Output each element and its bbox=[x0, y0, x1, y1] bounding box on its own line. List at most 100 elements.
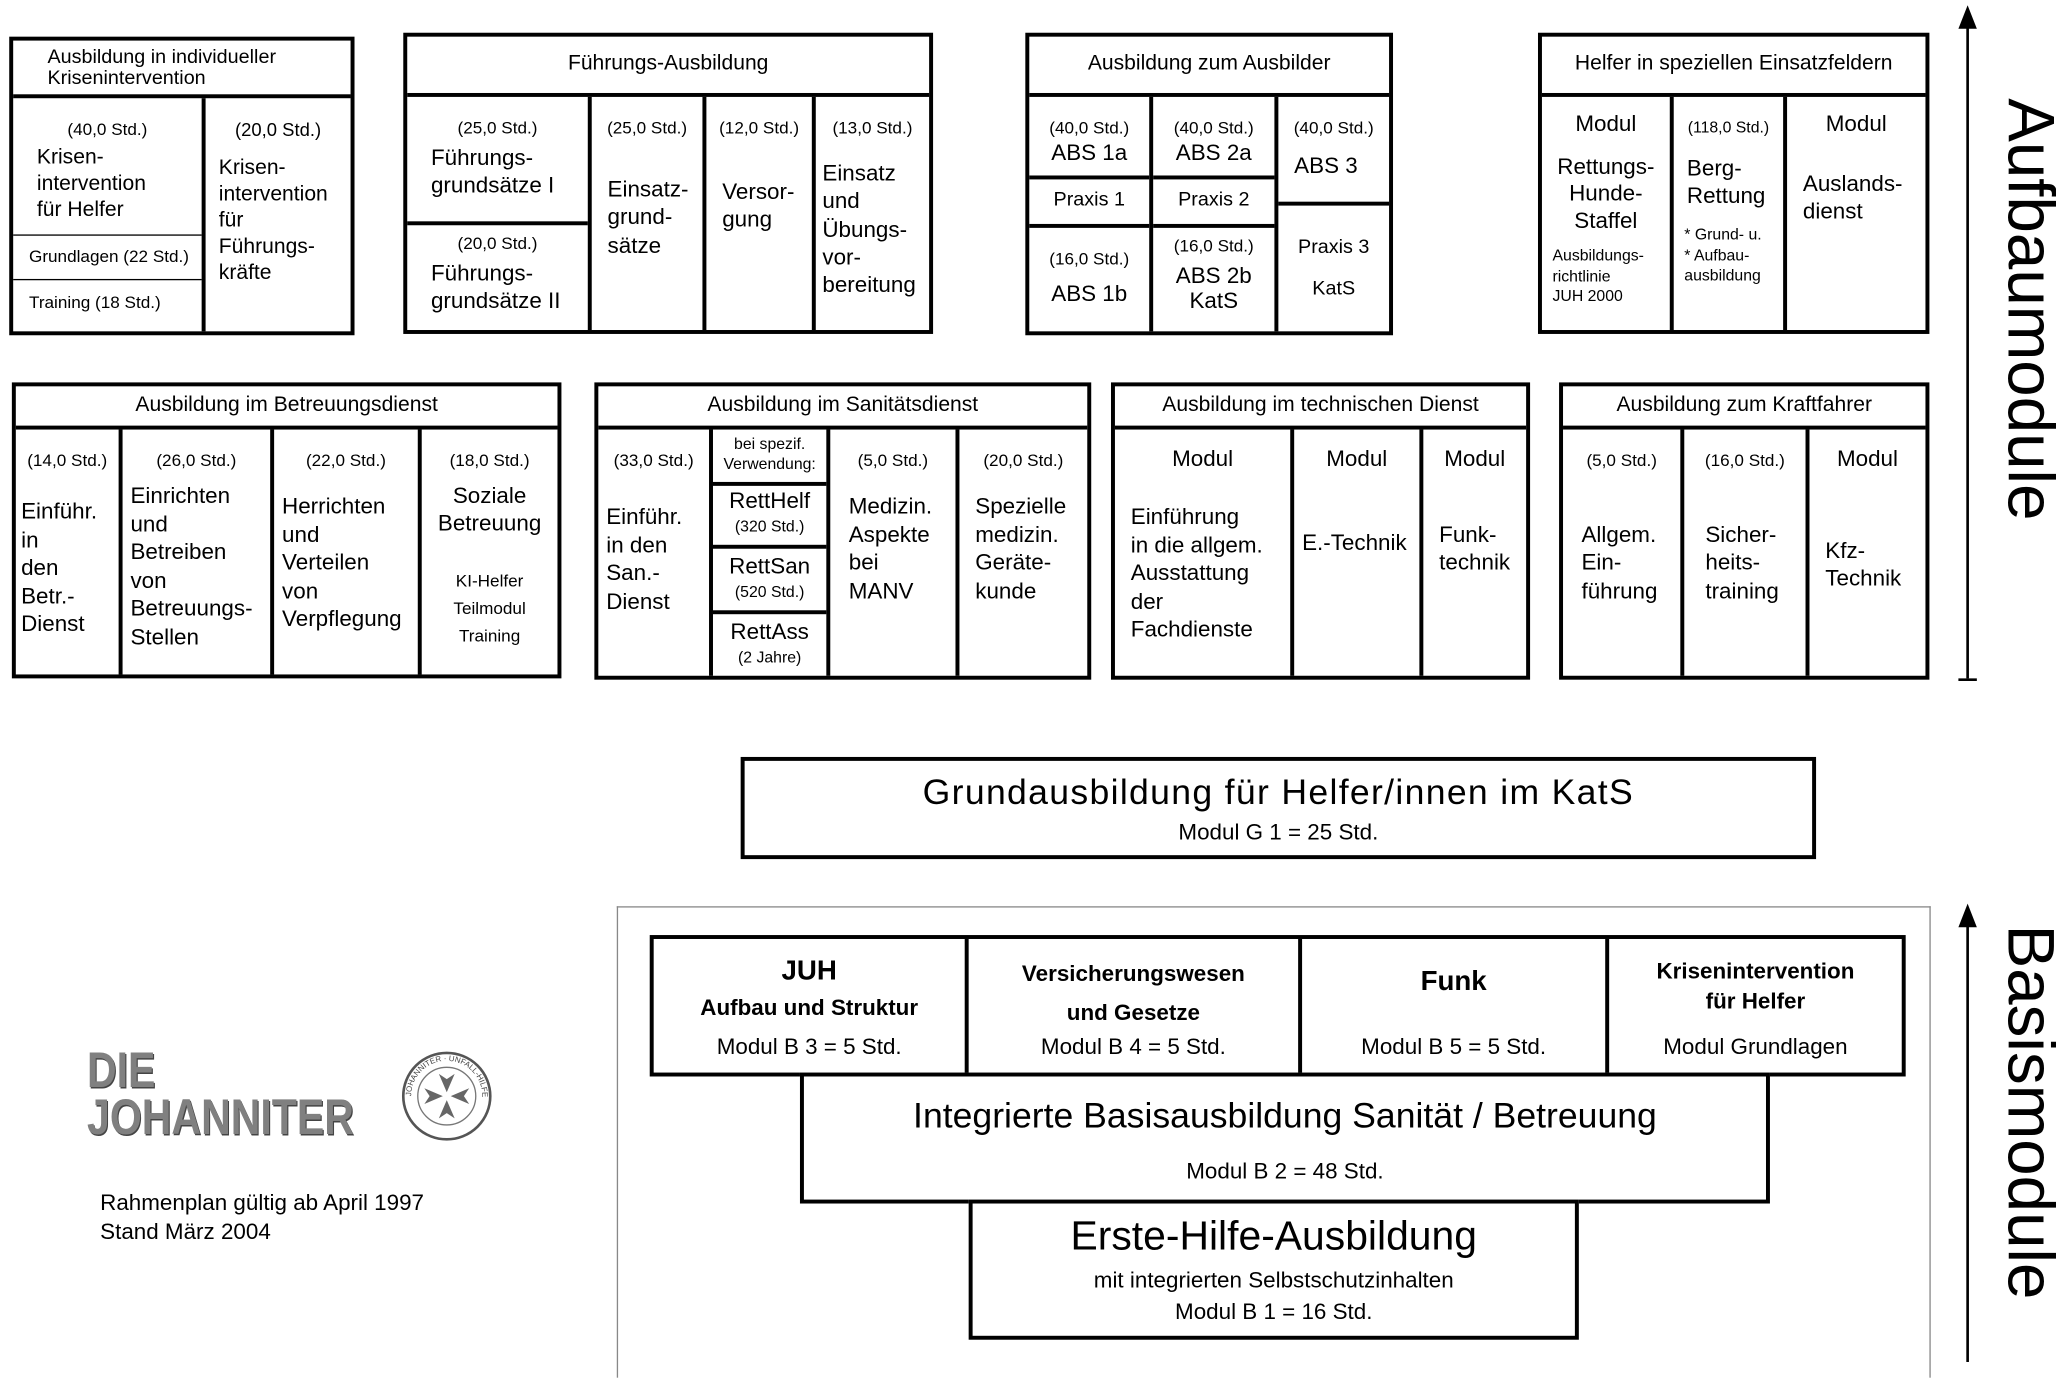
rettungshundestaffel: Rettungs- Hunde- Staffel bbox=[1557, 154, 1655, 233]
helfer-c1-head: Modul bbox=[1575, 111, 1637, 137]
technik-c3-head: Modul bbox=[1444, 446, 1506, 472]
allgem-einfuehrung: Allgem. Ein- führung bbox=[1581, 522, 1658, 604]
sanitaet-c3-hours: (5,0 Std.) bbox=[857, 450, 929, 471]
logo-line1: DIE bbox=[86, 1043, 156, 1099]
betreuung-c1-hours: (14,0 Std.) bbox=[27, 450, 108, 471]
aufbau-arrow-head bbox=[1958, 5, 1977, 29]
abs3-hours: (40,0 Std.) bbox=[1293, 117, 1374, 138]
rettass: RettAss bbox=[730, 619, 809, 645]
basismodule-label: Basismodule bbox=[1993, 924, 2056, 1300]
funktechnik: Funk- technik bbox=[1439, 522, 1511, 576]
helfer-c3-head: Modul bbox=[1825, 111, 1887, 137]
krisen-training: Training (18 Std.) bbox=[28, 292, 161, 312]
integrierte-basisausbildung-modul: Modul B 2 = 48 Std. bbox=[1186, 1158, 1384, 1184]
sanitaet-c1-hours: (33,0 Std.) bbox=[613, 450, 694, 471]
basis-arrow-head bbox=[1958, 903, 1977, 928]
rettsan-hours: (520 Std.) bbox=[734, 582, 805, 602]
betreuung-title: Ausbildung im Betreuungsdienst bbox=[15, 386, 558, 430]
funk-modul: Modul B 5 = 5 Std. bbox=[1361, 1034, 1547, 1060]
erste-hilfe-title: Erste-Hilfe-Ausbildung bbox=[1070, 1212, 1477, 1259]
krisen-grundlagen: Grundlagen (22 Std.) bbox=[28, 246, 189, 266]
sicherheitstraining: Sicher- heits- training bbox=[1705, 522, 1779, 604]
krisenintervention-helfer-modul: Modul Grundlagen bbox=[1663, 1034, 1848, 1060]
fuehrung-versorgung: Versor- gung bbox=[722, 179, 795, 233]
aufbau-arrow-line bbox=[1966, 23, 1969, 679]
box-betreuungsdienst: Ausbildung im Betreuungsdienst (14,0 Std… bbox=[11, 382, 562, 679]
bergrettung-hours: (118,0 Std.) bbox=[1687, 117, 1770, 137]
abs1b: ABS 1b bbox=[1051, 281, 1128, 307]
verpflegung: Herrichten und Verteilen von Verpflegung bbox=[282, 493, 402, 632]
kraftfahrer-c1-hours: (5,0 Std.) bbox=[1586, 450, 1657, 471]
praxis1: Praxis 1 bbox=[1053, 188, 1125, 211]
auslandsdienst: Auslands- dienst bbox=[1802, 171, 1903, 225]
betreuung-c3-hours: (22,0 Std.) bbox=[305, 450, 386, 471]
versicherungswesen-modul: Modul B 4 = 5 Std. bbox=[1040, 1034, 1226, 1060]
krisenintervention-helfer-title: Krisenintervention für Helfer bbox=[1656, 958, 1855, 1014]
box-fuehrungs-ausbildung: Führungs-Ausbildung (25,0 Std.) Führungs… bbox=[403, 32, 934, 334]
spezif-verwendung: bei spezif. Verwendung: bbox=[723, 434, 816, 473]
integrierte-basisausbildung-title: Integrierte Basisausbildung Sanität / Be… bbox=[913, 1096, 1657, 1136]
footer-line1: Rahmenplan gültig ab April 1997 bbox=[100, 1190, 425, 1216]
abs2a: ABS 2a bbox=[1175, 140, 1252, 166]
footer-line2: Stand März 2004 bbox=[100, 1219, 271, 1245]
logo-line2: JOHANNITER bbox=[86, 1091, 354, 1147]
betreuung-c2-hours: (26,0 Std.) bbox=[156, 450, 237, 471]
krisen-col1-text: Krisen- intervention für Helfer bbox=[36, 146, 146, 222]
box-kraftfahrer: Ausbildung zum Kraftfahrer (5,0 Std.) Al… bbox=[1559, 382, 1930, 680]
rettass-hours: (2 Jahre) bbox=[738, 648, 802, 667]
box-sanitaetsdienst: Ausbildung im Sanitätsdienst (33,0 Std.)… bbox=[594, 382, 1092, 680]
praxis2: Praxis 2 bbox=[1178, 188, 1250, 211]
abs2b: ABS 2b KatS bbox=[1175, 263, 1252, 313]
box-ausbilder: Ausbildung zum Ausbilder (40,0 Std.) ABS… bbox=[1025, 32, 1394, 336]
kraftfahrer-title: Ausbildung zum Kraftfahrer bbox=[1563, 386, 1926, 430]
fuehrung-c3-hours: (12,0 Std.) bbox=[719, 117, 800, 138]
ausbilder-title: Ausbildung zum Ausbilder bbox=[1029, 37, 1390, 97]
funk-title: Funk bbox=[1420, 966, 1487, 997]
box-helfer-spezielle-einsatzfelder: Helfer in speziellen Einsatzfeldern Modu… bbox=[1537, 32, 1930, 334]
abs1b-hours: (16,0 Std.) bbox=[1049, 248, 1130, 269]
box-basis-top: JUH Aufbau und Struktur Modul B 3 = 5 St… bbox=[649, 935, 1906, 1077]
krisen-col2-hours: (20,0 Std.) bbox=[234, 119, 322, 141]
fuehrung-title: Führungs-Ausbildung bbox=[407, 37, 930, 97]
juh-modul: Modul B 3 = 5 Std. bbox=[716, 1034, 902, 1060]
abs2b-hours: (16,0 Std.) bbox=[1173, 235, 1254, 256]
einfuehrung-fachdienste: Einführung in die allgem. Ausstattung de… bbox=[1130, 504, 1263, 643]
fuehrung-einsatz-uebung: Einsatz und Übungs- vor- bereitung bbox=[822, 161, 916, 298]
praxis3: Praxis 3 bbox=[1298, 235, 1370, 258]
rettungshunde-richtlinie: Ausbildungs- richtlinie JUH 2000 bbox=[1552, 246, 1644, 306]
versicherungswesen-title: Versicherungswesen und Gesetze bbox=[1021, 961, 1245, 1026]
box-grundausbildung: Grundausbildung für Helfer/innen im KatS… bbox=[740, 756, 1817, 860]
e-technik: E.-Technik bbox=[1302, 530, 1407, 556]
fuehrung-grundsaetze-2: Führungs- grundsätze II bbox=[430, 260, 561, 314]
box-erste-hilfe: Erste-Hilfe-Ausbildung mit integrierten … bbox=[968, 1199, 1579, 1340]
footer: Rahmenplan gültig ab April 1997 Stand Mä… bbox=[100, 1189, 424, 1247]
johanniter-logo-text: DIE JOHANNITER bbox=[86, 1043, 413, 1147]
fuehrung-c1a-hours: (25,0 Std.) bbox=[457, 117, 538, 138]
abs1a-hours: (40,0 Std.) bbox=[1049, 117, 1130, 138]
soziale-betreuung: Soziale Betreuung bbox=[437, 483, 542, 536]
juh-subtitle: Aufbau und Struktur bbox=[700, 995, 919, 1021]
krisen-col2-text: Krisen- intervention für Führungs- kräft… bbox=[218, 157, 328, 285]
erste-hilfe-modul: Modul B 1 = 16 Std. bbox=[1175, 1299, 1373, 1325]
abs1a: ABS 1a bbox=[1051, 140, 1128, 166]
maltese-cross-icon bbox=[424, 1073, 470, 1119]
abs3: ABS 3 bbox=[1294, 153, 1358, 179]
seal-svg: JOHANNITER · UNFALL-HILFE bbox=[401, 1051, 492, 1141]
box-integrierte-basisausbildung: Integrierte Basisausbildung Sanität / Be… bbox=[799, 1072, 1770, 1204]
einfuehrung-sanitaetsdienst: Einführ. in den San.- Dienst bbox=[606, 504, 683, 614]
einfuehrung-betreuungsdienst: Einführ. in den Betr.- Dienst bbox=[21, 498, 98, 637]
krisen-col1-hours: (40,0 Std.) bbox=[67, 119, 148, 139]
basis-arrow-line bbox=[1966, 921, 1969, 1362]
rettsan: RettSan bbox=[729, 553, 811, 579]
abs2a-hours: (40,0 Std.) bbox=[1173, 117, 1254, 138]
aufbaumodule-label: Aufbaumodule bbox=[1993, 98, 2056, 521]
retthelf: RettHelf bbox=[729, 488, 811, 514]
fuehrung-c2-hours: (25,0 Std.) bbox=[607, 117, 688, 138]
sanitaet-title: Ausbildung im Sanitätsdienst bbox=[598, 386, 1088, 430]
helfer-title: Helfer in speziellen Einsatzfeldern bbox=[1541, 37, 1926, 97]
fuehrung-c1b-hours: (20,0 Std.) bbox=[457, 233, 538, 253]
bergrettung: Berg- Rettung bbox=[1686, 155, 1766, 209]
abs3-kats: KatS bbox=[1312, 277, 1356, 300]
kraftfahrer-c2-hours: (16,0 Std.) bbox=[1704, 450, 1785, 471]
grundausbildung-title: Grundausbildung für Helfer/innen im KatS bbox=[922, 772, 1635, 812]
